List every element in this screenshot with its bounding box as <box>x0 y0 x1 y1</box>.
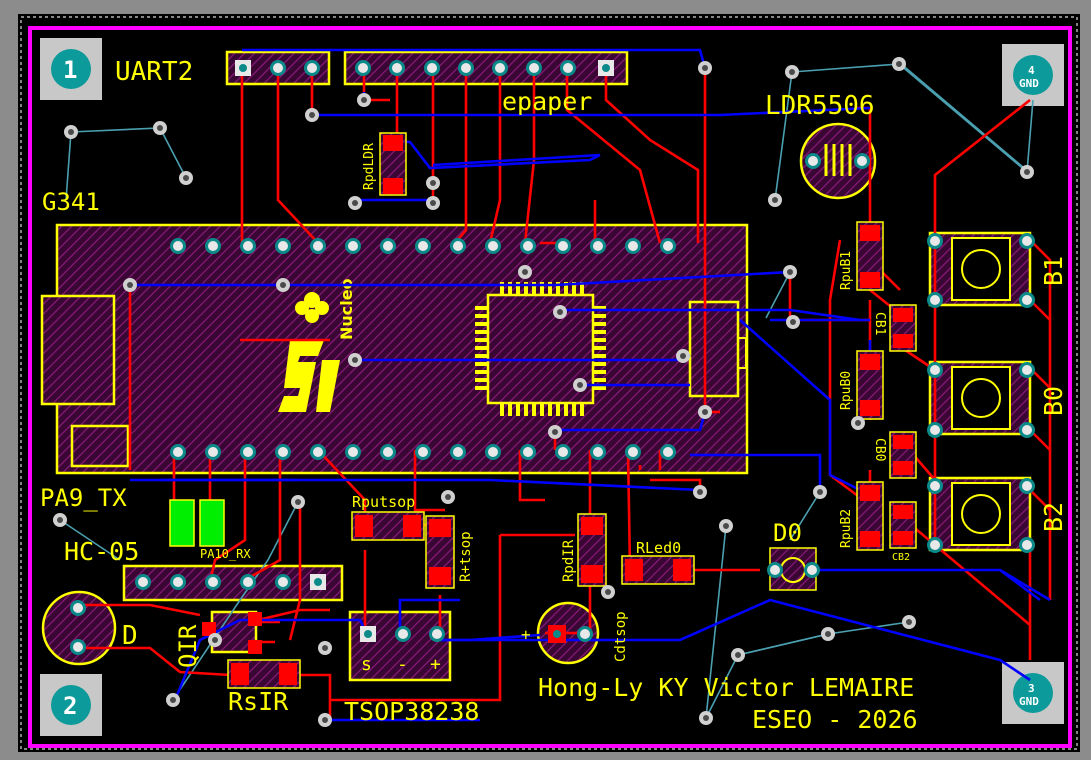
epaper-label: epaper <box>502 87 592 116</box>
cdtsop-label: Cdtsop <box>613 611 629 662</box>
rpub1-label: RpuB1 <box>839 251 854 290</box>
tsop-label: TSOP38238 <box>344 697 479 726</box>
button-b1[interactable] <box>928 231 1032 307</box>
mount3-number: 3 <box>1028 682 1035 695</box>
rpub2-label: RpuB2 <box>839 509 854 548</box>
credit-line2: ESEO - 2026 <box>752 705 918 734</box>
nucleo-label: Nucleo <box>337 278 356 340</box>
st-logo <box>278 292 340 412</box>
b2-label: B2 <box>1039 502 1068 532</box>
g341-label: G341 <box>42 188 100 216</box>
hc05-header[interactable] <box>122 564 344 602</box>
smd-resistors[interactable] <box>202 132 917 689</box>
rptsop-label: R+tsop <box>458 531 474 582</box>
rpub0-label: RpuB0 <box>839 371 854 410</box>
rpdldr-label: RpdLDR <box>362 143 377 190</box>
rled0-label: RLed0 <box>636 539 681 557</box>
hc05-label: HC-05 <box>64 537 139 566</box>
ldr-label: LDR5506 <box>765 91 875 121</box>
button-b0[interactable] <box>928 360 1032 436</box>
rpdir-label: RpdIR <box>561 539 577 582</box>
mount-hole-3 <box>1002 662 1064 724</box>
cb1-label: CB1 <box>872 312 887 335</box>
board-outline <box>28 26 1072 748</box>
mount-hole-4 <box>1002 44 1064 106</box>
qir-label: QIR <box>174 624 202 668</box>
cb0-label: CB0 <box>872 438 887 461</box>
mcu-pins <box>475 282 606 416</box>
credit-line1: Hong-Ly KY Victor LEMAIRE <box>538 673 914 702</box>
uart2-label: UART2 <box>115 57 193 87</box>
cdtsop-plus-label: + <box>521 625 531 644</box>
ldr-sensor[interactable] <box>799 122 877 200</box>
mount1-number: 1 <box>63 56 77 84</box>
b1-label: B1 <box>1039 256 1068 286</box>
tsop-s-label: s <box>361 654 372 675</box>
rsir-label: RsIR <box>228 687 289 716</box>
mount4-number: 4 <box>1028 64 1035 77</box>
cb2-label: CB2 <box>892 552 910 563</box>
jumper-pads-pa9-pa10[interactable] <box>169 499 225 547</box>
mount3-net: GND <box>1019 695 1039 708</box>
tsop-plus-label: + <box>430 654 441 675</box>
b0-label: B0 <box>1039 386 1068 416</box>
d-label: D <box>122 621 138 651</box>
rputsop-label: Rputsop <box>352 493 415 511</box>
epaper-header[interactable] <box>343 50 629 86</box>
through-hole-pads[interactable] <box>70 60 1035 655</box>
mount2-number: 2 <box>63 692 77 720</box>
pa10-label: PA10_RX <box>200 547 251 561</box>
ir-diode-d[interactable] <box>41 590 117 666</box>
mount4-net: GND <box>1019 77 1039 90</box>
mount-hole-2 <box>40 674 102 736</box>
pa9-label: PA9_TX <box>40 484 127 512</box>
tsop-minus-label: - <box>397 654 408 675</box>
nucleo-module-body[interactable] <box>55 223 749 475</box>
d0-label: D0 <box>773 519 802 547</box>
mount-hole-1 <box>40 38 102 100</box>
button-b2[interactable] <box>928 476 1032 552</box>
